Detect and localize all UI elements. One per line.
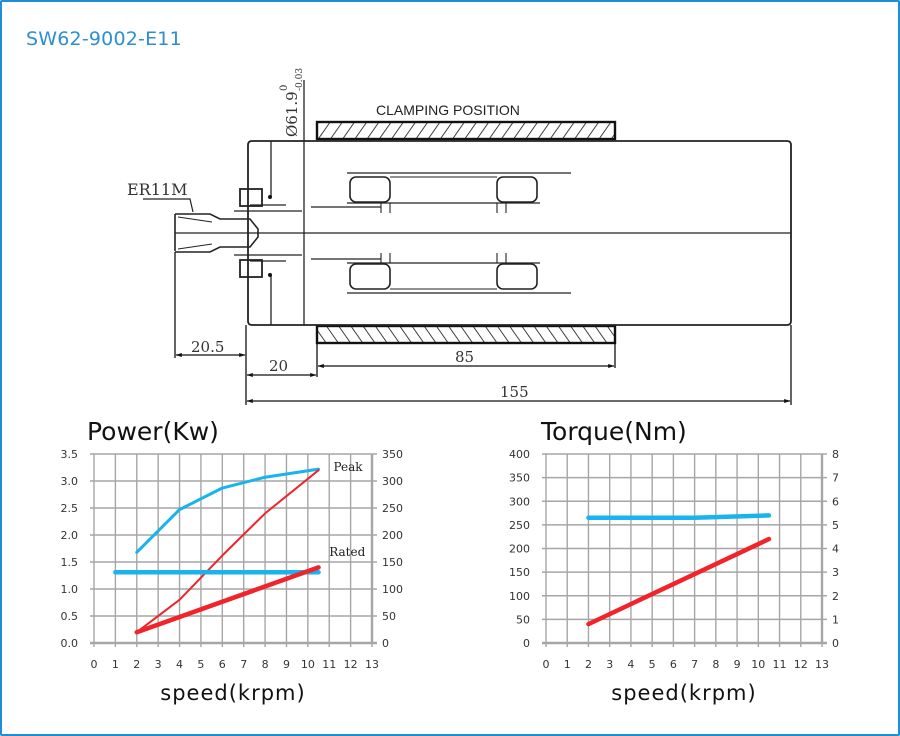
series-line [586,536,772,627]
y2-tick-label: 7 [832,472,839,485]
y2-tick-label: 0 [382,637,389,650]
y-tick-label: 350 [509,472,530,485]
x-tick-label: 6 [219,658,226,671]
y2-tick-label: 8 [832,448,839,461]
x-tick-label: 12 [344,658,358,671]
x-tick-label: 2 [133,658,140,671]
collet-leader [143,198,194,213]
x-tick-label: 7 [240,658,247,671]
x-tick-label: 4 [627,658,634,671]
x-tick-label: 0 [543,658,550,671]
y2-tick-label: 1 [832,613,839,626]
x-tick-label: 3 [155,658,162,671]
x-tick-label: 9 [283,658,290,671]
y-tick-label: 300 [509,495,530,508]
y-tick-label: 50 [516,613,530,626]
diameter-dimension: Ø61.9 0 -0.03 [279,68,305,137]
y2-tick-label: 3 [832,566,839,579]
series-line [135,467,321,554]
dimension-lines [174,252,792,405]
x-tick-label: 7 [691,658,698,671]
x-axis-label: speed(krpm) [611,681,756,705]
collet-label: ER11M [127,180,187,199]
x-tick-label: 9 [734,658,741,671]
x-tick-label: 3 [606,658,613,671]
x-tick-label: 13 [365,658,379,671]
y-tick-label: 400 [509,448,530,461]
x-axis-label: speed(krpm) [160,681,305,705]
document-title: SW62-9002-E11 [26,28,182,50]
y-tick-label: 0 [523,637,530,650]
series-annotation: Rated [329,545,365,559]
dot-marker [268,195,272,199]
y2-tick-label: 150 [382,556,403,569]
x-tick-label: 2 [585,658,592,671]
dim-clamp: 85 [455,348,474,366]
y-tick-label: 1.5 [61,556,79,569]
chart-title: Power(Kw) [87,417,219,446]
x-tick-label: 0 [91,658,98,671]
series-line [135,469,320,634]
y2-tick-label: 50 [382,610,396,623]
y2-tick-label: 2 [832,590,839,603]
y-tick-label: 200 [509,543,530,556]
y-tick-label: 3.5 [61,448,79,461]
dim-overall: 155 [500,383,529,401]
x-tick-label: 8 [262,658,269,671]
x-tick-label: 5 [197,658,204,671]
x-tick-label: 6 [670,658,677,671]
x-tick-label: 13 [815,658,829,671]
y-tick-label: 2.5 [61,502,79,515]
y-tick-label: 100 [509,590,530,603]
y-tick-label: 3.0 [61,475,79,488]
spindle-body [174,80,792,326]
y2-tick-label: 4 [832,543,839,556]
svg-text:0: 0 [279,85,290,91]
clamp-bar-top [315,120,617,141]
x-tick-label: 10 [751,658,765,671]
dot-marker [268,273,272,277]
x-tick-label: 10 [301,658,315,671]
x-tick-label: 1 [564,658,571,671]
y-tick-label: 2.0 [61,529,79,542]
svg-text:-0.03: -0.03 [295,68,305,91]
y-tick-label: 0.5 [61,610,79,623]
x-tick-label: 11 [322,658,336,671]
y2-tick-label: 100 [382,583,403,596]
x-tick-label: 4 [176,658,183,671]
x-tick-label: 5 [649,658,656,671]
clamp-bar-bottom [315,324,617,345]
series-annotation: Peak [334,460,364,474]
series-line [586,513,772,521]
dim-front: 20 [269,357,288,375]
y2-tick-label: 250 [382,502,403,515]
x-tick-label: 11 [773,658,787,671]
chart-title: Torque(Nm) [540,417,687,446]
dim-nose: 20.5 [191,338,224,356]
y2-tick-label: 200 [382,529,403,542]
y-tick-label: 150 [509,566,530,579]
y2-tick-label: 350 [382,448,403,461]
y2-tick-label: 6 [832,495,839,508]
series-line [134,565,321,635]
y2-tick-label: 300 [382,475,403,488]
x-tick-label: 1 [112,658,119,671]
x-tick-label: 8 [712,658,719,671]
svg-text:Ø61.9: Ø61.9 [283,91,301,137]
y2-tick-label: 0 [832,637,839,650]
y2-tick-label: 5 [832,519,839,532]
clamping-label: CLAMPING POSITION [376,102,520,118]
y-tick-label: 250 [509,519,530,532]
y-tick-label: 0.0 [61,637,79,650]
y-tick-label: 1.0 [61,583,79,596]
x-tick-label: 12 [794,658,808,671]
